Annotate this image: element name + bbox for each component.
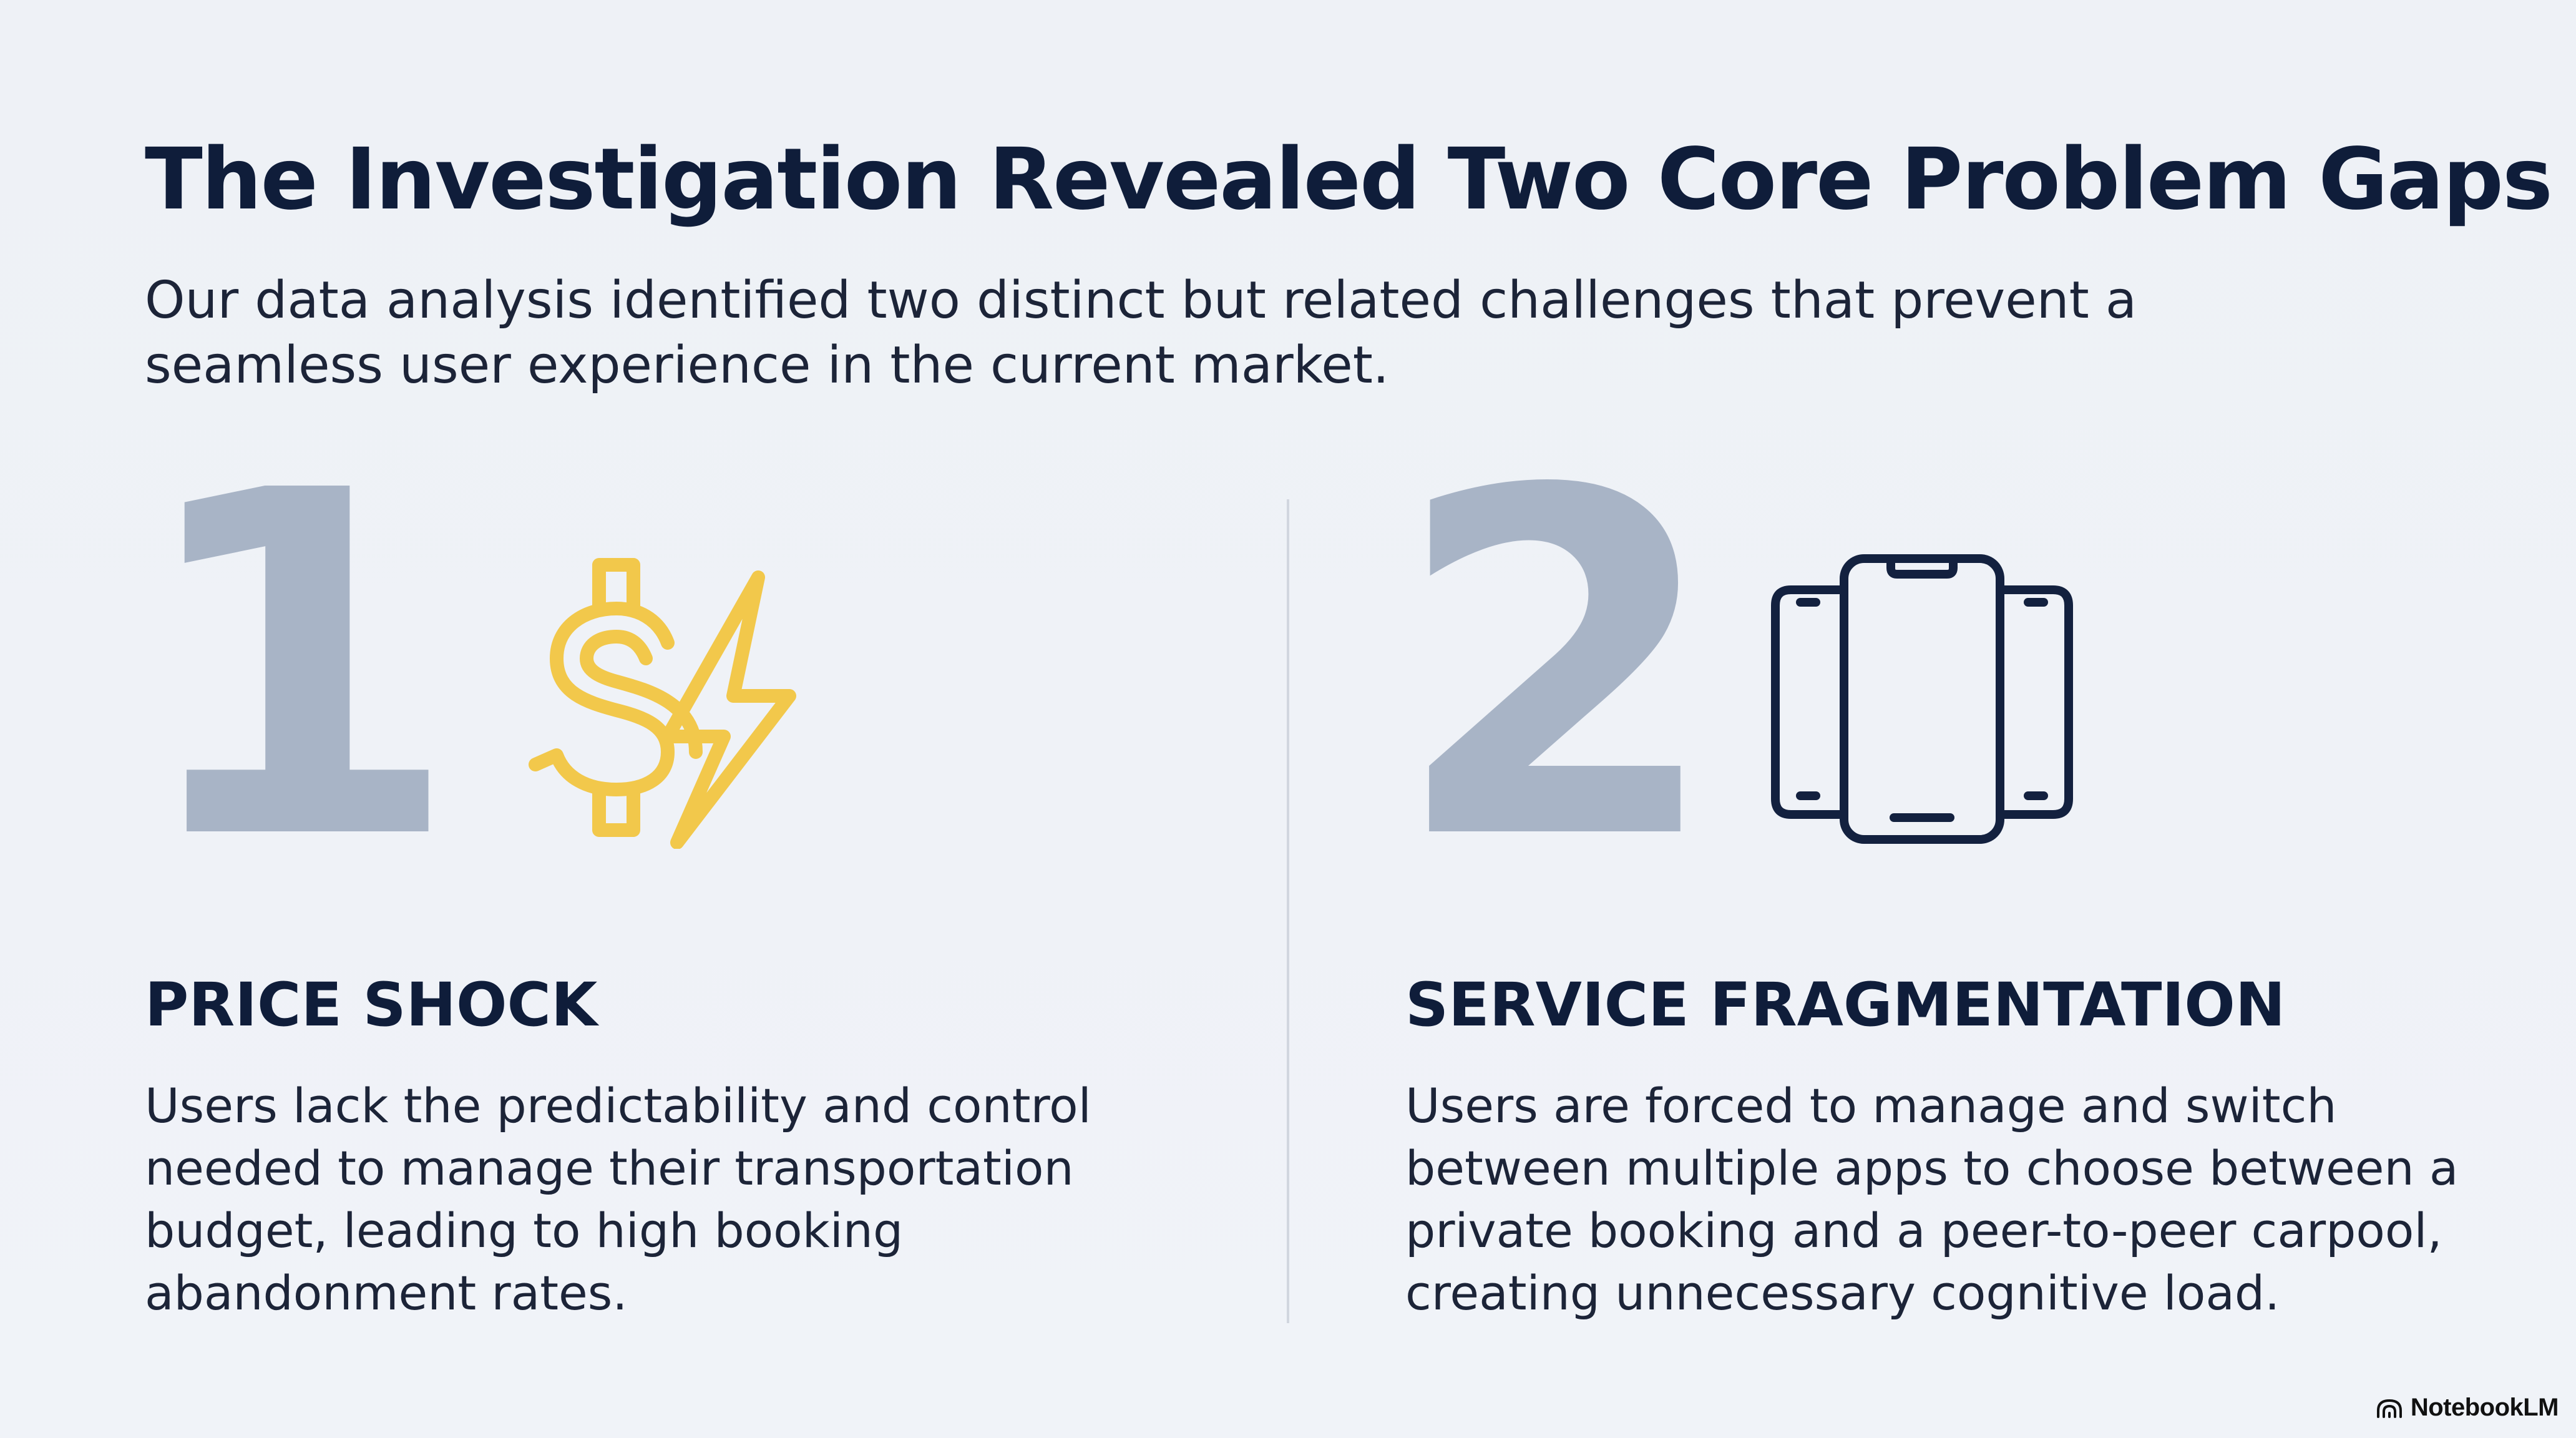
problem-heading-1: PRICE SHOCK bbox=[145, 970, 598, 1040]
problem-description-1: Users lack the predictability and contro… bbox=[145, 1078, 1091, 1321]
brand-name: NotebookLM bbox=[2410, 1394, 2559, 1421]
dollar-lightning-icon bbox=[529, 558, 796, 849]
problem-heading-2: SERVICE FRAGMENTATION bbox=[1405, 970, 2286, 1040]
notebooklm-brand: NotebookLM bbox=[2376, 1394, 2559, 1422]
slide-subtitle: Our data analysis identified two distinc… bbox=[145, 271, 2137, 395]
problem-number-1: 1 bbox=[131, 392, 461, 944]
notebooklm-logo-icon bbox=[2376, 1399, 2402, 1418]
column-divider bbox=[1287, 499, 1289, 1323]
multiple-phones-icon bbox=[1771, 554, 2073, 844]
slide-title: The Investigation Revealed Two Core Prob… bbox=[145, 130, 2553, 229]
problem-number-2: 2 bbox=[1392, 392, 1722, 944]
problem-description-2: Users are forced to manage and switch be… bbox=[1405, 1078, 2459, 1321]
